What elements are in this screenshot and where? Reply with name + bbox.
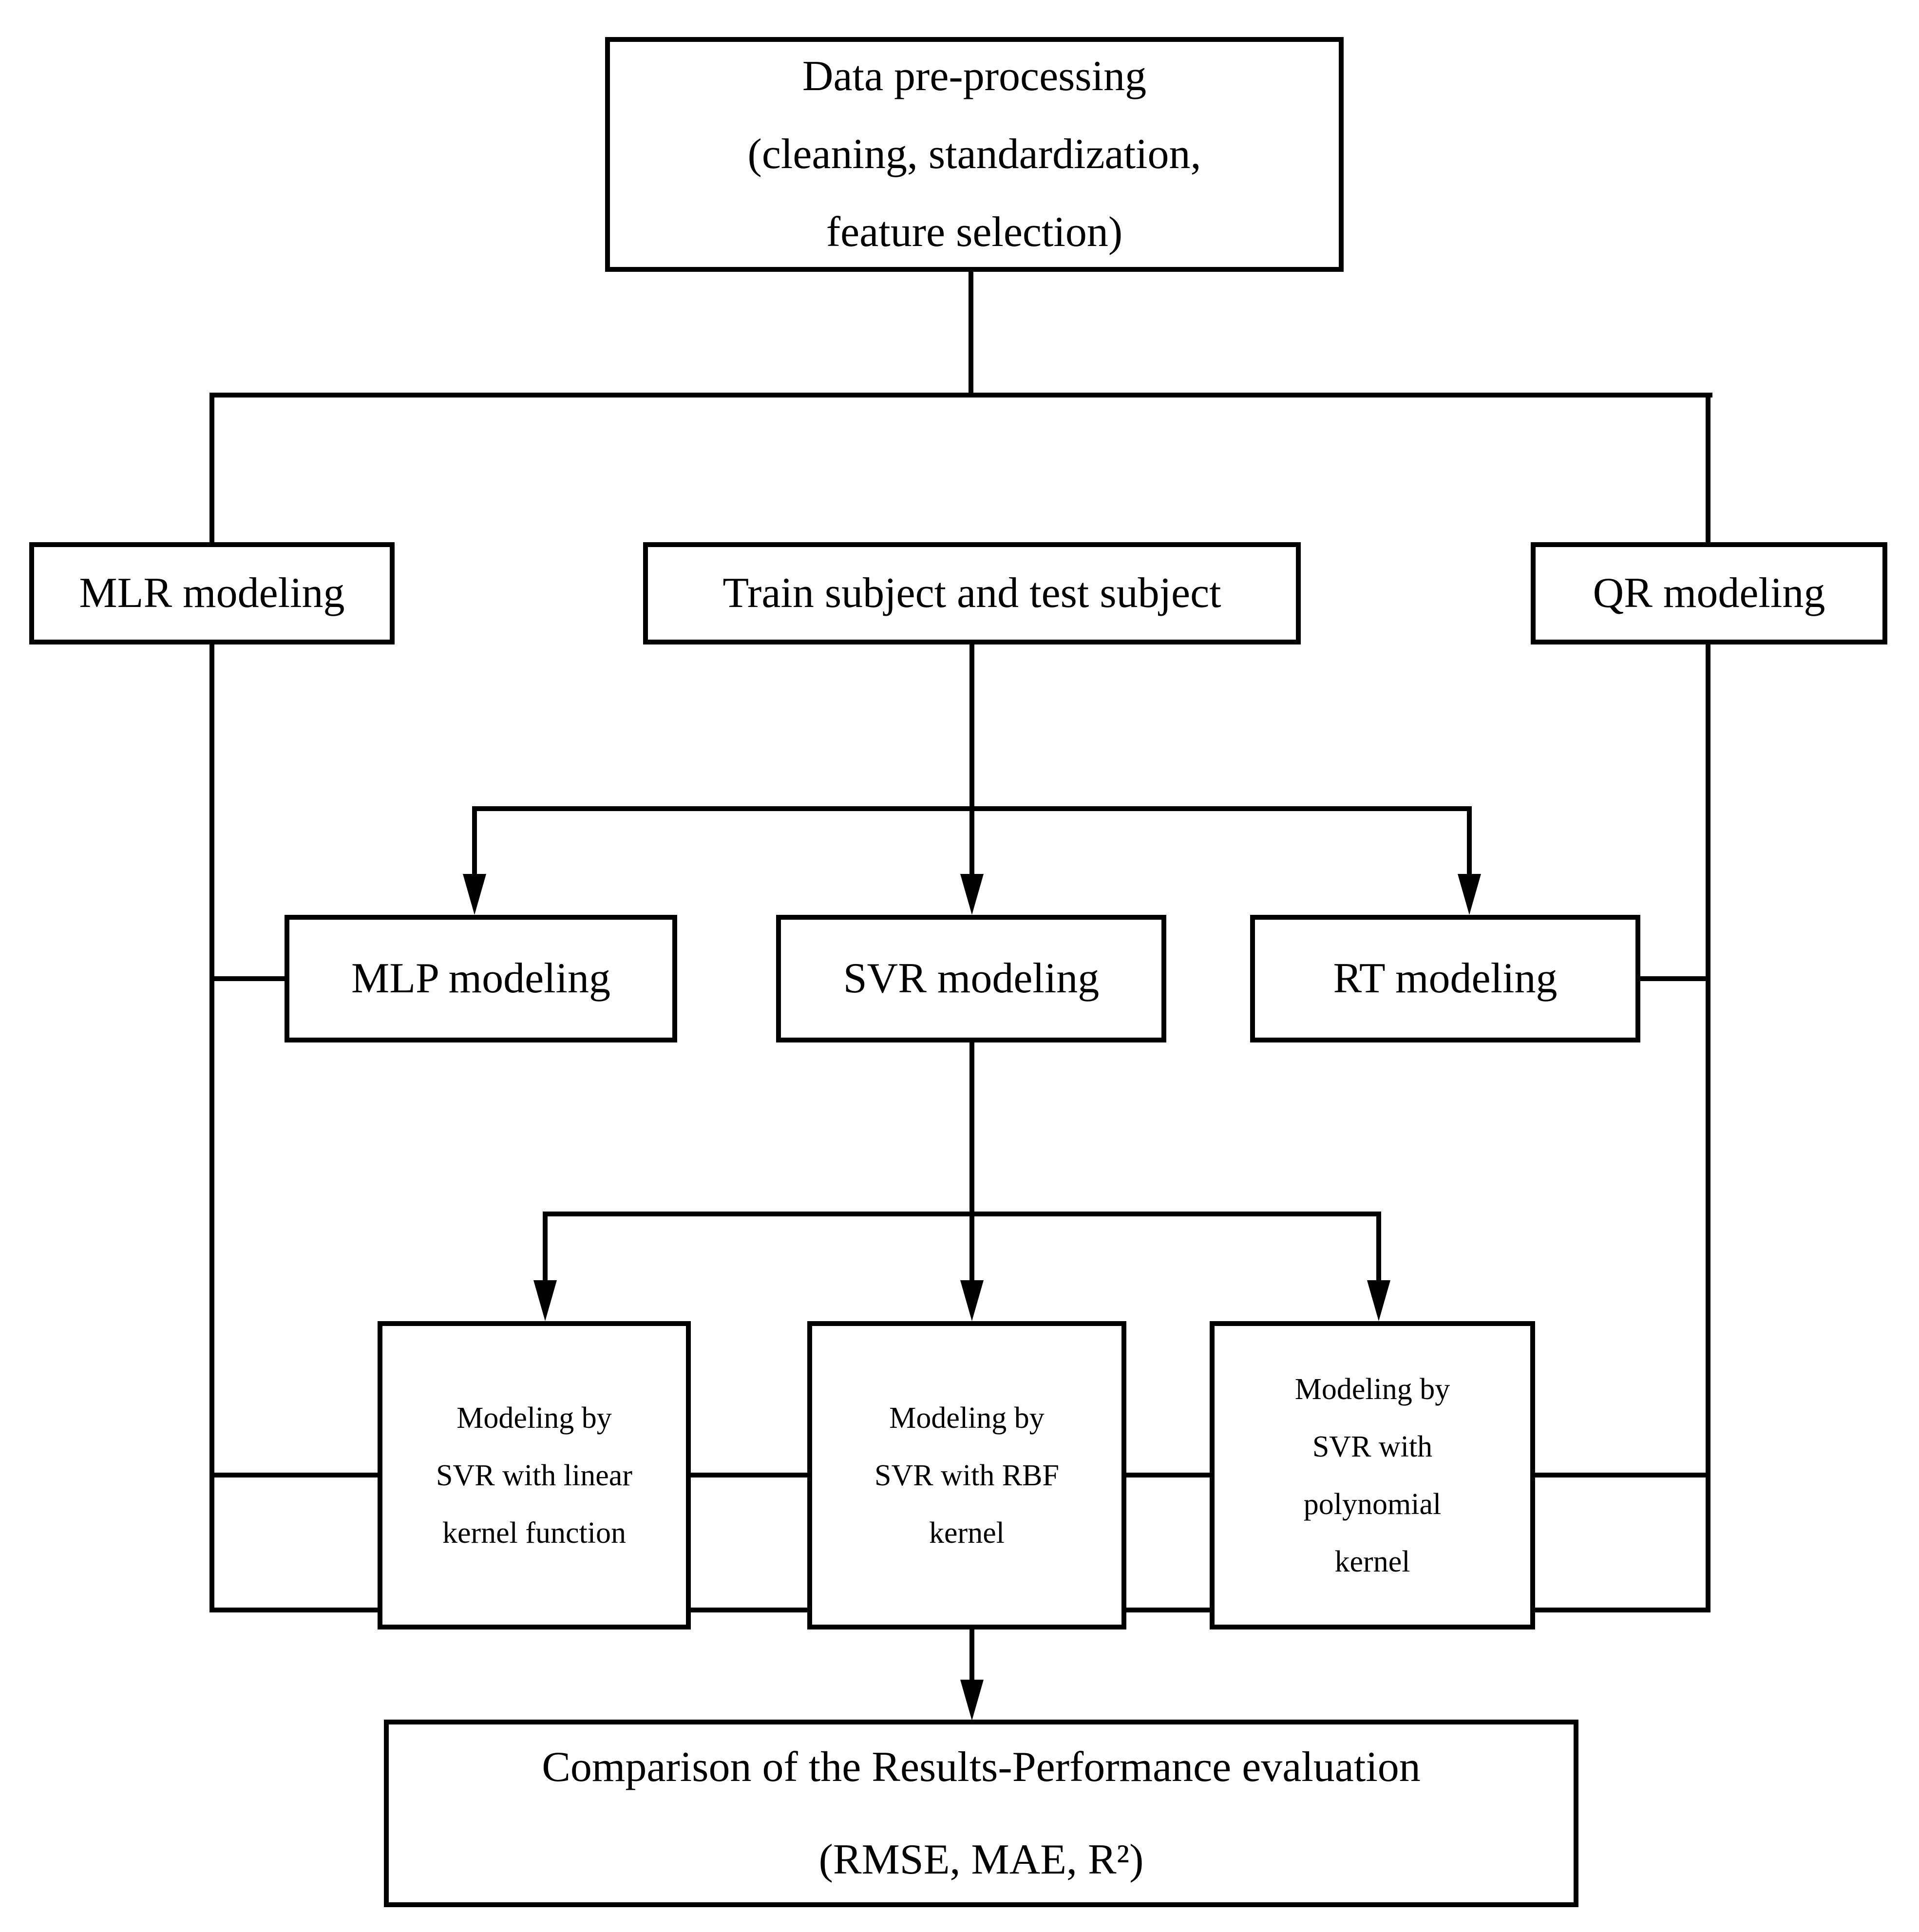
edge-rbf-to-poly [1126,1473,1210,1477]
arrowhead-mlp-icon [463,874,486,915]
edge-rail-to-linear [209,1473,378,1477]
node-label: Data pre-processing (cleaning, standardi… [747,53,1201,256]
node-svr-polynomial-kernel: Modeling by SVR with polynomial kernel [1210,1321,1535,1629]
edge-bus3 [543,1212,1381,1216]
node-label: SVR modeling [843,955,1100,1002]
edge-linear-to-rbf [691,1473,807,1477]
edge-stem-mlp [472,806,477,882]
edge-right-rail-to-qr [1706,393,1710,545]
edge-left-rail-to-mlr [209,393,214,545]
arrowhead-rt-icon [1458,874,1481,915]
edge-train-to-bus2 [969,642,974,811]
node-label: QR modeling [1593,569,1825,617]
edge-svr-to-bus3 [969,1042,974,1216]
node-label: MLP modeling [351,955,611,1002]
edge-rail-to-mlp [209,976,285,981]
edge-rt-to-rail [1640,976,1706,981]
node-label: Modeling by SVR with polynomial kernel [1294,1372,1450,1578]
node-label: Train subject and test subject [722,569,1221,617]
arrowhead-rbf-icon [960,1280,984,1321]
node-data-preprocessing: Data pre-processing (cleaning, standardi… [605,37,1344,272]
node-qr-modeling: QR modeling [1531,542,1887,644]
edge-poly-to-rail [1535,1473,1706,1477]
edge-stem-linear [543,1212,548,1282]
node-label: Comparison of the Results-Performance ev… [542,1743,1421,1883]
node-comparison-results: Comparison of the Results-Performance ev… [384,1720,1578,1907]
edge-stem-svr [969,806,974,882]
node-label: RT modeling [1333,955,1558,1002]
node-mlr-modeling: MLR modeling [29,542,395,644]
node-svr-rbf-kernel: Modeling by SVR with RBF kernel [807,1321,1126,1629]
edge-preprocessing-to-bus1 [969,272,973,395]
node-rt-modeling: RT modeling [1250,915,1640,1042]
arrowhead-poly-icon [1367,1280,1390,1321]
edge-stem-rt [1467,806,1472,882]
arrowhead-linear-icon [533,1280,557,1321]
node-svr-linear-kernel: Modeling by SVR with linear kernel funct… [378,1321,691,1629]
edge-right-rail [1706,642,1710,1612]
arrowhead-svr-icon [960,874,984,915]
edge-bus-to-comparison [969,1612,974,1686]
edge-stem-poly [1376,1212,1381,1282]
edge-bus1 [209,393,1712,398]
node-train-test-subject: Train subject and test subject [643,542,1301,644]
edge-stem-rbf [969,1212,974,1282]
arrowhead-comparison-icon [960,1680,984,1721]
node-label: Modeling by SVR with linear kernel funct… [436,1401,632,1550]
node-mlp-modeling: MLP modeling [285,915,677,1042]
node-label: MLR modeling [79,569,345,617]
node-label: Modeling by SVR with RBF kernel [874,1401,1060,1550]
edge-left-rail [209,642,214,1612]
node-svr-modeling: SVR modeling [776,915,1166,1042]
